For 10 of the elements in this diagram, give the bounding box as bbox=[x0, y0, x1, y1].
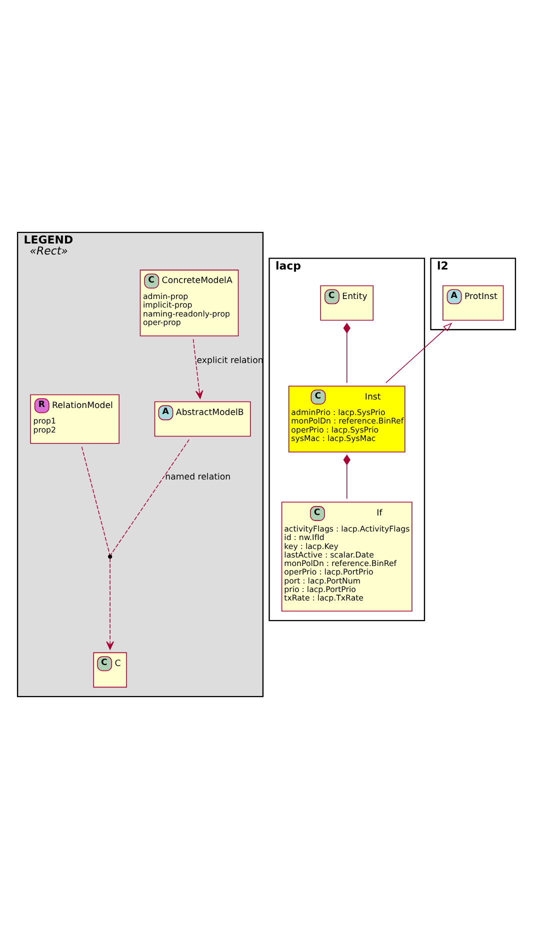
arrow bbox=[385, 322, 452, 383]
connector bbox=[81, 446, 110, 555]
arrow bbox=[106, 557, 114, 650]
node-circle bbox=[108, 554, 112, 558]
connector bbox=[343, 322, 350, 383]
connector bbox=[343, 454, 350, 499]
connector bbox=[110, 438, 190, 555]
edge-label: explicit relation bbox=[196, 356, 264, 366]
edge-label: named relation bbox=[165, 472, 231, 482]
arrow bbox=[192, 338, 204, 398]
